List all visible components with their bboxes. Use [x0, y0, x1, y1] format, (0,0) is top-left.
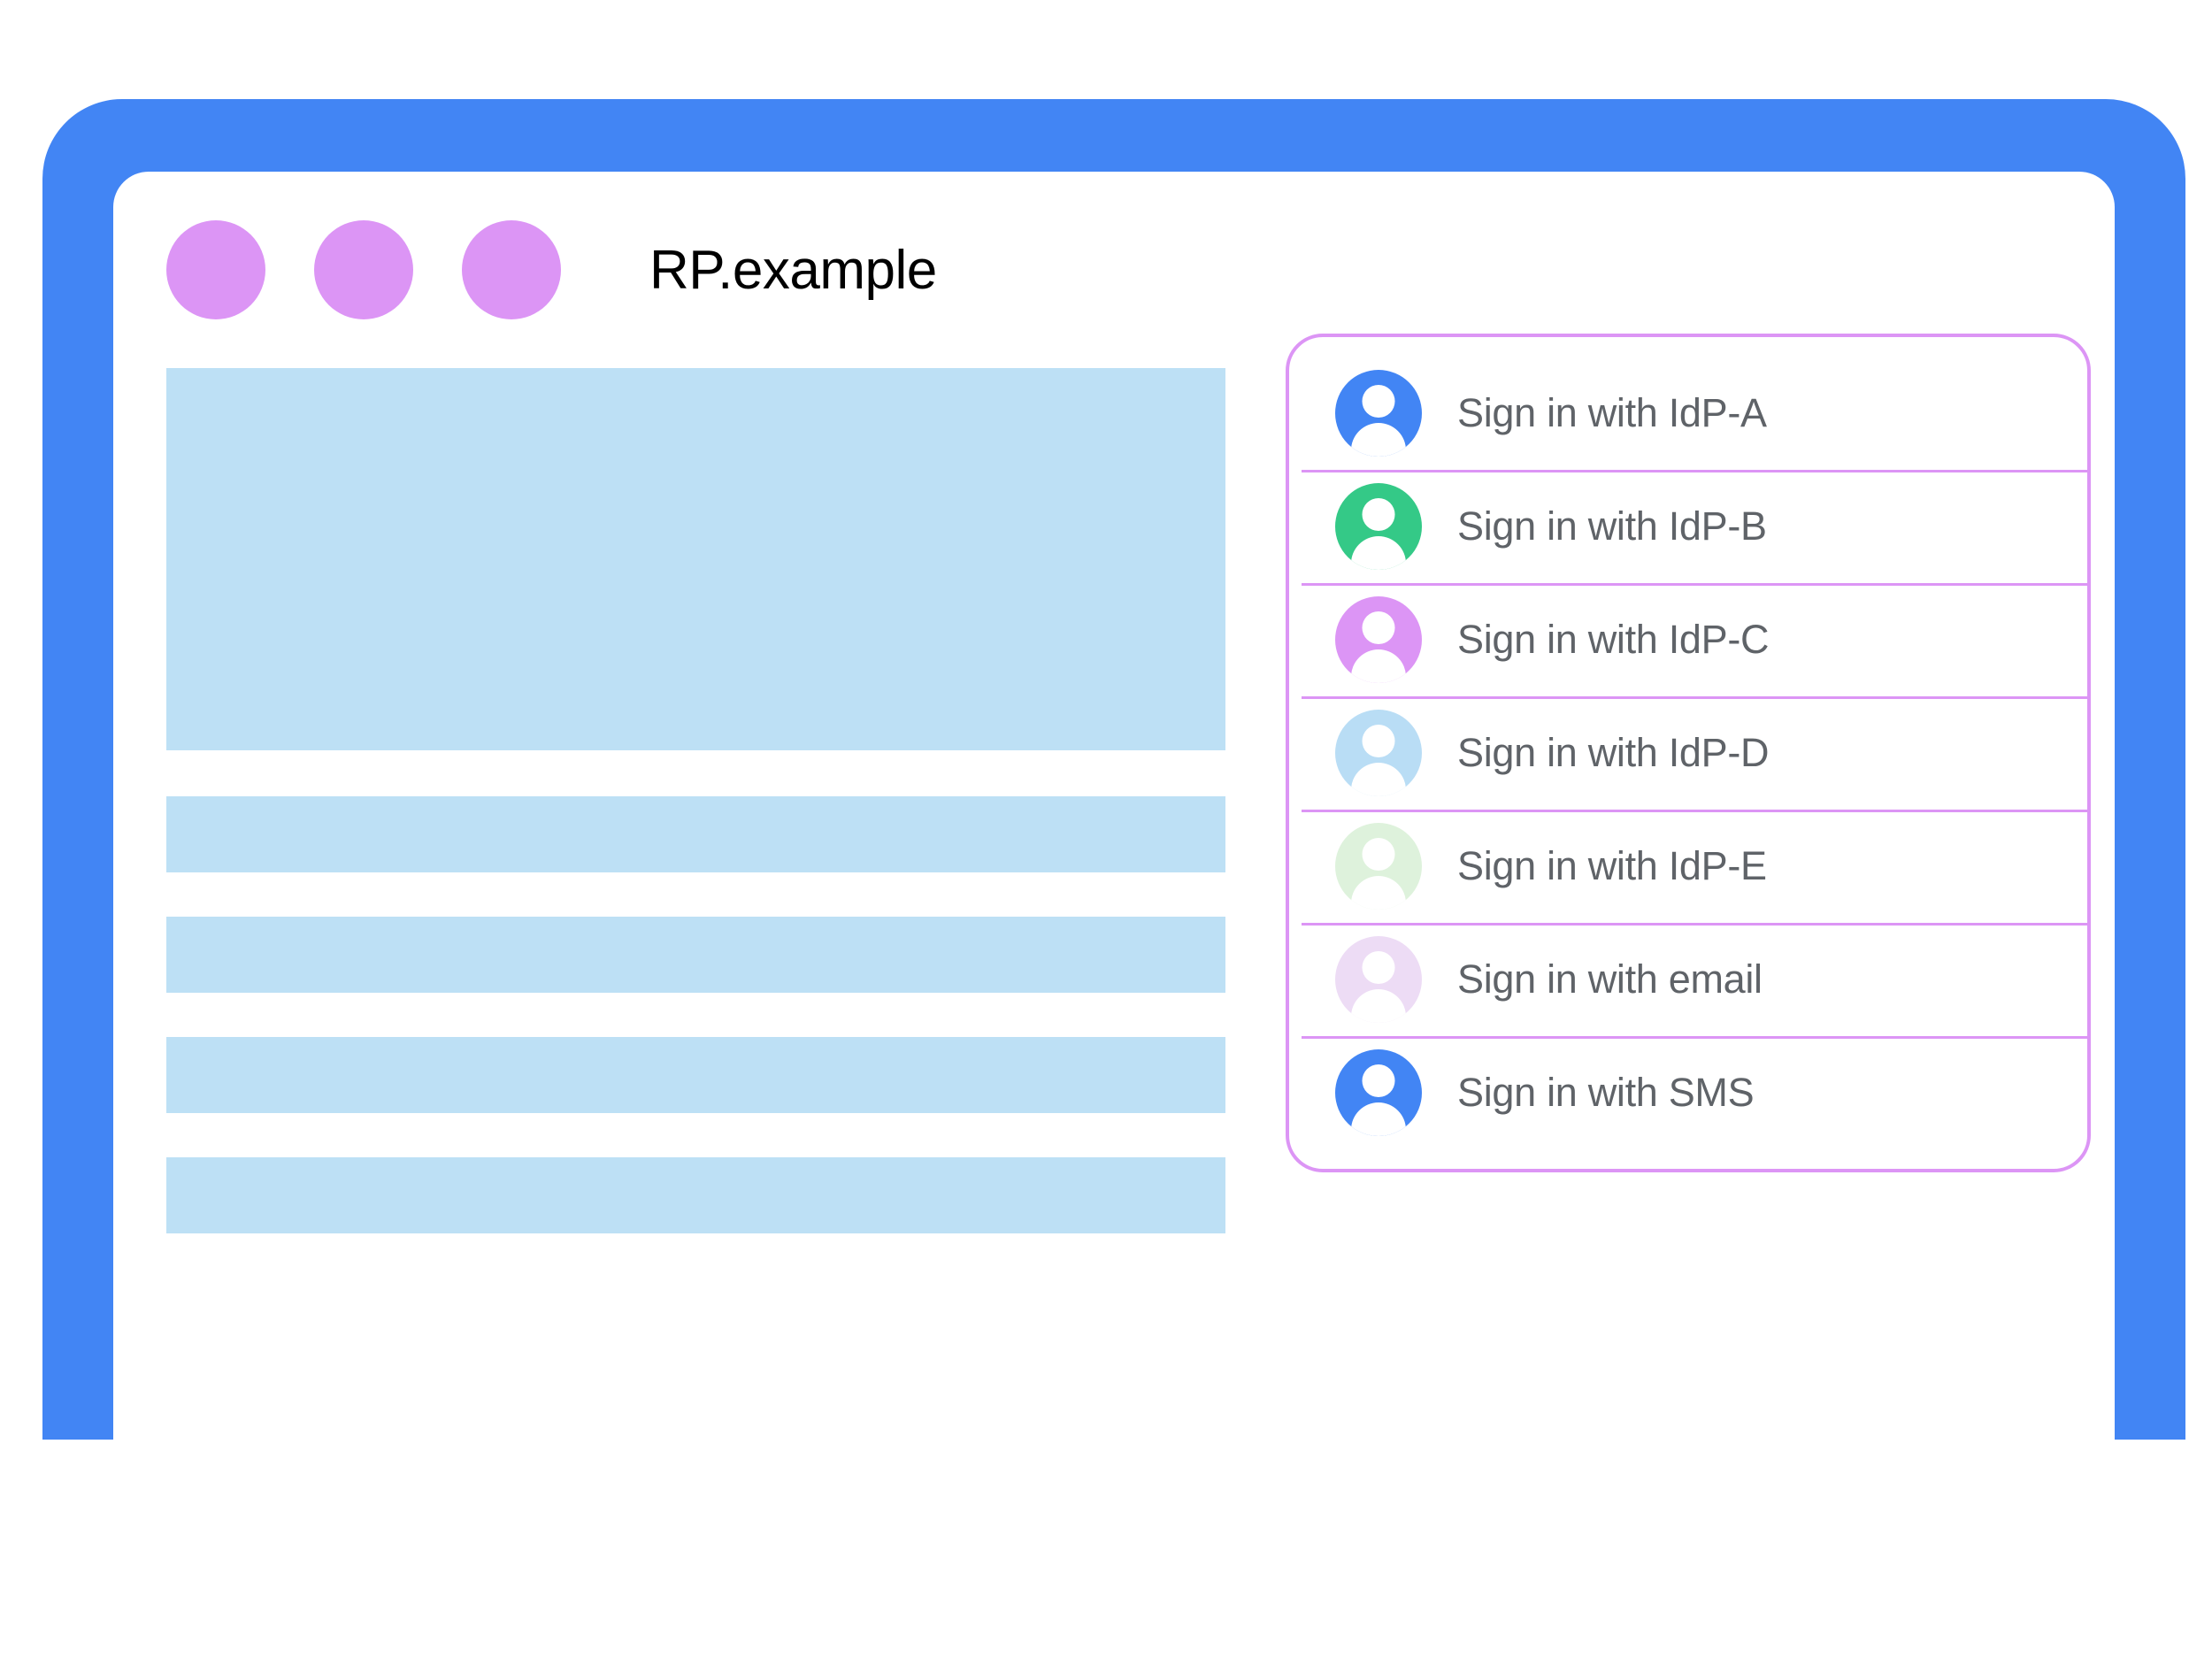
account-row[interactable]: Sign in with IdP-D: [1289, 696, 2087, 810]
account-row[interactable]: Sign in with IdP-A: [1289, 357, 2087, 470]
account-row[interactable]: Sign in with IdP-C: [1289, 583, 2087, 696]
window-dot-minimize-icon[interactable]: [314, 220, 413, 319]
person-avatar-icon: [1335, 1049, 1422, 1136]
account-row[interactable]: Sign in with email: [1289, 923, 2087, 1036]
account-label: Sign in with IdP-B: [1457, 503, 1767, 549]
browser-screen: RP.example Sign in with IdP-A Sign i: [113, 172, 2115, 1513]
person-avatar-icon: [1335, 596, 1422, 683]
placeholder-bar-2: [166, 917, 1225, 993]
page-content-placeholders: [166, 368, 1228, 1278]
account-row[interactable]: Sign in with SMS: [1289, 1036, 2087, 1149]
window-dot-close-icon[interactable]: [166, 220, 265, 319]
browser-titlebar: RP.example: [113, 172, 2115, 368]
account-label: Sign in with IdP-A: [1457, 390, 1767, 435]
person-avatar-icon: [1335, 936, 1422, 1023]
page-title: RP.example: [649, 239, 937, 301]
account-row[interactable]: Sign in with IdP-B: [1289, 470, 2087, 583]
account-label: Sign in with email: [1457, 956, 1763, 1002]
account-label: Sign in with SMS: [1457, 1070, 1755, 1115]
placeholder-bar-4: [166, 1157, 1225, 1233]
window-dot-maximize-icon[interactable]: [462, 220, 561, 319]
placeholder-bar-1: [166, 796, 1225, 872]
person-avatar-icon: [1335, 483, 1422, 570]
placeholder-bar-3: [166, 1037, 1225, 1113]
person-avatar-icon: [1335, 370, 1422, 457]
person-avatar-icon: [1335, 823, 1422, 910]
account-label: Sign in with IdP-C: [1457, 617, 1770, 662]
account-row[interactable]: Sign in with IdP-E: [1289, 810, 2087, 923]
account-label: Sign in with IdP-D: [1457, 730, 1770, 775]
person-avatar-icon: [1335, 710, 1422, 796]
device-frame: RP.example Sign in with IdP-A Sign i: [42, 99, 2185, 1545]
account-chooser-popup: Sign in with IdP-A Sign in with IdP-B Si…: [1286, 334, 2091, 1172]
window-controls: [166, 220, 561, 319]
account-label: Sign in with IdP-E: [1457, 843, 1767, 888]
placeholder-hero-block: [166, 368, 1225, 750]
